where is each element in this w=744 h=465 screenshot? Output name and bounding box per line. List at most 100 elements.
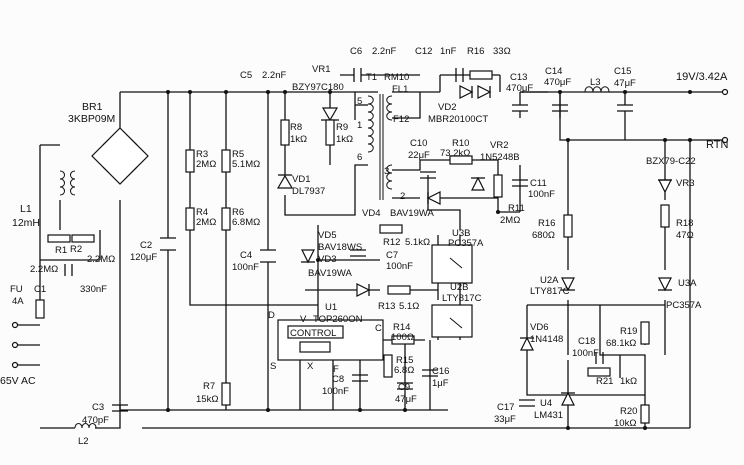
label-c16: C16	[432, 366, 449, 377]
diode-vd2	[459, 85, 492, 99]
label-r1-value: 2.2MΩ	[30, 264, 58, 275]
label-c6: C6	[350, 46, 362, 57]
label-u3b-part: PC357A	[448, 238, 484, 249]
inductor-l3	[584, 86, 610, 93]
label-c11-value: 100nF	[528, 189, 555, 200]
label-r15: R15	[396, 355, 413, 366]
label-r2: R2	[70, 244, 82, 255]
label-vr1-part: BZY97C180	[292, 82, 344, 93]
label-r12: R12	[383, 237, 400, 248]
label-r12-value: 5.1kΩ	[405, 237, 430, 248]
label-pin1: 1	[357, 120, 362, 131]
terminal-ac1	[11, 321, 19, 329]
capacitor-c17	[519, 399, 535, 407]
resistor-r5	[221, 149, 231, 173]
label-vd5-part: BAV18WS	[318, 242, 362, 253]
label-r2-value: 2.2MΩ	[87, 254, 115, 265]
label-r16-secondary-value: 680Ω	[532, 230, 555, 241]
label-br1: BR1	[82, 101, 103, 113]
label-pin6: 6	[357, 152, 362, 163]
label-vd4-part: BAV19WA	[390, 208, 434, 219]
optocoupler-u2b	[431, 304, 473, 338]
capacitor-c9	[397, 382, 413, 390]
resistor-r20	[640, 404, 650, 424]
resistor-r12	[379, 224, 403, 234]
label-pin-x: X	[307, 361, 314, 372]
junction-dots	[166, 90, 692, 430]
terminal-ac3	[11, 361, 19, 369]
label-c15: C15	[614, 66, 631, 77]
inductor-l1	[59, 170, 76, 196]
label-r15-value: 6.8Ω	[394, 365, 414, 376]
label-l1: L1	[20, 203, 32, 215]
label-c11: C11	[530, 178, 547, 189]
opto-transistor-arrows	[449, 257, 463, 329]
label-r6-value: 6.8MΩ	[232, 217, 260, 228]
label-c3: C3	[92, 402, 104, 413]
label-c1-value: 330nF	[80, 284, 107, 295]
ic-u1	[277, 319, 384, 361]
label-r16-secondary: R16	[538, 218, 555, 229]
label-c9-value: 47μF	[395, 394, 417, 405]
label-c9: C9	[398, 382, 410, 393]
label-l1-value: 12mH	[12, 217, 40, 229]
label-r13: R13	[378, 301, 395, 312]
diode-vd6	[520, 336, 534, 351]
capacitor-c14	[552, 104, 568, 112]
label-u1-part: TOP260ON	[313, 314, 363, 325]
label-c13-value: 470μF	[506, 83, 533, 94]
wires	[15, 74, 725, 429]
label-c10: C10	[410, 138, 427, 149]
resistor-r14	[391, 335, 415, 345]
label-c17-value: 33μF	[494, 414, 516, 425]
label-f12: F12	[393, 114, 409, 125]
label-l3: L3	[590, 77, 601, 88]
label-pin-v: V	[300, 314, 307, 325]
capacitor-c1	[64, 264, 73, 276]
capacitor-c2	[160, 237, 176, 251]
label-c8-value: 100nF	[322, 386, 349, 397]
label-c5-value: 2.2nF	[262, 70, 286, 81]
label-pin-c: C	[375, 323, 382, 334]
label-pin-s: S	[270, 361, 276, 372]
resistor-r19	[640, 321, 650, 345]
diode-vd1	[276, 174, 294, 189]
label-c1: C1	[34, 284, 46, 295]
label-output: 19V/3.42A	[676, 71, 728, 83]
label-r9-value: 1kΩ	[336, 134, 353, 145]
diode-vd5	[301, 249, 315, 264]
label-r19-value: 68.1kΩ	[606, 338, 636, 349]
label-c12-value: 1nF	[440, 46, 457, 57]
label-r3: R3	[196, 149, 208, 160]
capacitor-c18	[595, 352, 604, 364]
label-r10: R10	[452, 138, 469, 149]
capacitor-c15	[617, 92, 633, 140]
led-u2a	[561, 277, 575, 292]
resistor-r2	[71, 234, 95, 243]
label-fu-value: 4A	[12, 296, 24, 307]
label-pin-f: F	[333, 364, 339, 375]
label-vr3: VR3	[676, 178, 694, 189]
label-r14: R14	[393, 322, 410, 333]
resistor-r7	[221, 382, 231, 406]
label-br1-part: 3KBP09M	[68, 113, 115, 125]
fuse-fu	[35, 299, 45, 319]
label-r20-value: 10kΩ	[614, 418, 636, 429]
label-vd3-part: BAV19WA	[308, 268, 352, 279]
shunt-regulator-u4	[561, 391, 575, 406]
label-ac: 65V AC	[0, 375, 36, 387]
label-c2-value: 120μF	[130, 252, 157, 263]
capacitor-c7	[350, 249, 366, 257]
zener-vr2	[471, 176, 485, 191]
label-r9: R9	[336, 122, 348, 133]
optocoupler-u3b	[431, 244, 473, 284]
label-u2a: U2A	[540, 275, 559, 286]
label-u4: U4	[540, 398, 552, 409]
label-r8-value: 1kΩ	[290, 134, 307, 145]
label-rtn: RTN	[706, 139, 728, 151]
capacitor-c16	[422, 369, 438, 377]
label-r4-value: 2MΩ	[196, 217, 216, 228]
resistor-r15	[383, 354, 393, 378]
label-vd2: VD2	[438, 102, 456, 113]
resistor-r18	[660, 204, 670, 228]
